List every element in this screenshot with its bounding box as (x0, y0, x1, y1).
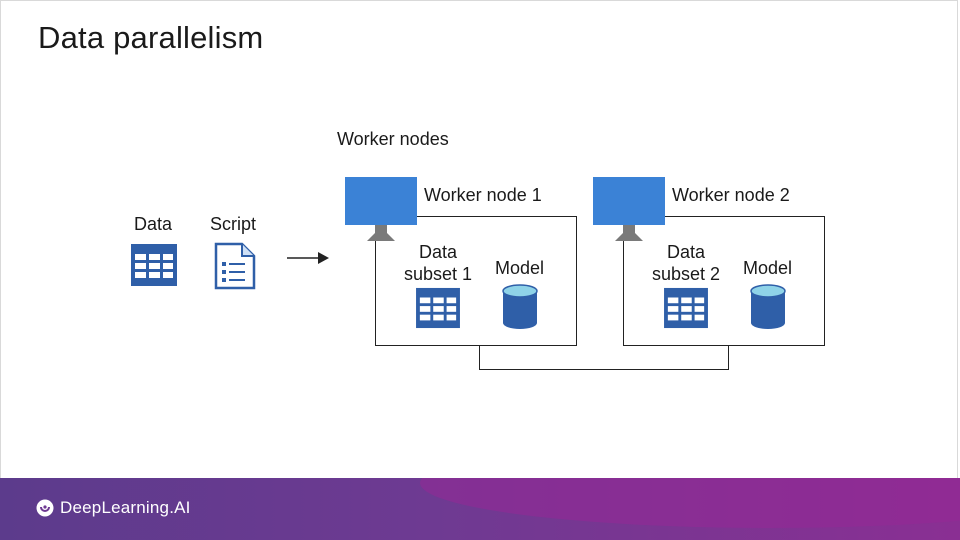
subset-line: subset 2 (651, 264, 721, 284)
arrow-right-icon (287, 252, 329, 264)
worker-nodes-heading: Worker nodes (337, 129, 449, 149)
monitor-icon (593, 177, 665, 241)
data-line: Data (666, 242, 706, 262)
slide-title: Data parallelism (38, 20, 264, 55)
worker-node-1-box (375, 216, 577, 346)
table-icon (416, 287, 460, 329)
table-icon (664, 287, 708, 329)
database-cylinder-icon (502, 284, 538, 329)
script-label: Script (210, 214, 257, 234)
worker-node-2-title: Worker node 2 (672, 185, 790, 205)
worker-node-2-data-label: Data subset 2 (646, 241, 726, 285)
worker-node-1-model-label: Model (495, 258, 545, 278)
data-line: Data (418, 242, 458, 262)
slide-frame (0, 0, 958, 478)
subset-line: subset 1 (403, 264, 473, 284)
worker-node-1-title: Worker node 1 (424, 185, 542, 205)
data-label: Data (134, 214, 173, 234)
table-icon (131, 244, 177, 286)
monitor-icon (345, 177, 417, 241)
footer-swoosh (420, 478, 960, 528)
document-list-icon (214, 242, 256, 290)
footer-bar: DeepLearning.AI (0, 478, 960, 540)
worker-node-1-data-label: Data subset 1 (398, 241, 478, 285)
deeplearning-logo-icon (36, 499, 54, 517)
worker-node-2-model-label: Model (743, 258, 793, 278)
worker-node-2-box (623, 216, 825, 346)
brand-name: DeepLearning.AI (60, 498, 191, 517)
brand: DeepLearning.AI (36, 498, 191, 518)
node-connector (479, 345, 729, 370)
database-cylinder-icon (750, 284, 786, 329)
